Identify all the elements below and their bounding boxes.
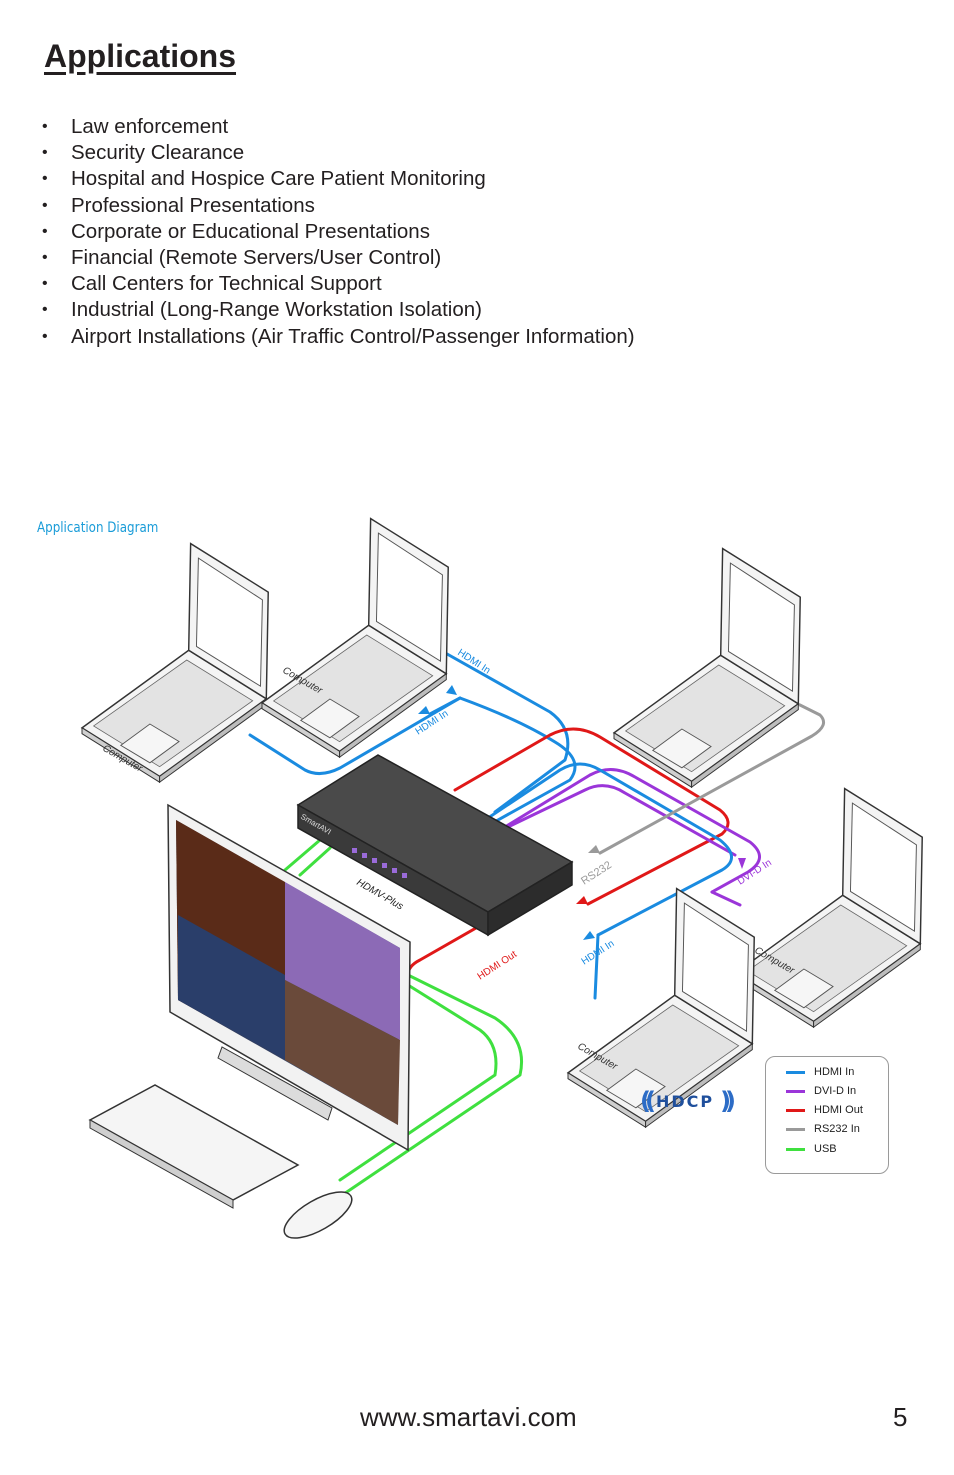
rs232-label: RS232	[579, 859, 614, 887]
legend-swatch	[786, 1070, 805, 1074]
list-item: Airport Installations (Air Traffic Contr…	[42, 324, 635, 350]
usb-cable	[338, 983, 498, 1182]
diagram-caption: Application Diagram	[37, 520, 159, 536]
application-diagram: SmartAVI HDMI In HDMI In HDMI Out HDMI I…	[81, 517, 923, 1239]
list-item: Industrial (Long-Range Workstation Isola…	[42, 297, 635, 323]
computer-right	[735, 787, 923, 1028]
legend-swatch	[786, 1147, 805, 1151]
legend-item: USB	[786, 1140, 837, 1158]
legend-swatch	[786, 1089, 805, 1093]
dvi-cable	[483, 784, 737, 857]
hdmi-in-cable	[468, 762, 733, 937]
cable-legend: HDMI In DVI-D In HDMI Out RS232 In USB	[765, 1056, 889, 1174]
legend-swatch	[786, 1127, 805, 1131]
rs232-cable	[598, 703, 826, 855]
list-item: Professional Presentations	[42, 193, 635, 219]
list-item: Corporate or Educational Presentations	[42, 219, 635, 245]
computer-top-right	[613, 547, 801, 788]
list-item: Call Centers for Technical Support	[42, 271, 635, 297]
hdcp-logo: ((HDCP))	[640, 1087, 736, 1115]
list-item: Financial (Remote Servers/User Control)	[42, 245, 635, 271]
keyboard	[88, 1084, 300, 1209]
applications-list: Law enforcement Security Clearance Hospi…	[42, 114, 635, 350]
list-item: Law enforcement	[42, 114, 635, 140]
hdmi-in-cable	[593, 933, 600, 1000]
page-number: 5	[893, 1402, 908, 1432]
usb-cable	[298, 846, 332, 877]
hdmi-in-cable	[438, 648, 570, 814]
legend-item: DVI-D In	[786, 1082, 856, 1100]
legend-item: HDMI In	[786, 1063, 854, 1081]
footer-url: www.smartavi.com	[360, 1402, 577, 1432]
usb-cable	[333, 973, 524, 1202]
dvi-cable	[710, 890, 742, 907]
hdmi-out-label: HDMI Out	[476, 949, 519, 983]
legend-item: RS232 In	[786, 1120, 860, 1138]
monitor	[167, 803, 411, 1152]
legend-swatch	[786, 1108, 805, 1112]
list-item: Security Clearance	[42, 140, 635, 166]
hdmi-in-cable	[428, 696, 462, 716]
list-item: Hospital and Hospice Care Patient Monito…	[42, 166, 635, 192]
legend-item: HDMI Out	[786, 1101, 863, 1119]
hdmi-in-cable	[248, 696, 577, 832]
hdmv-plus-device: SmartAVI	[296, 754, 574, 937]
page-title: Applications	[44, 38, 237, 74]
mouse	[283, 1191, 353, 1239]
